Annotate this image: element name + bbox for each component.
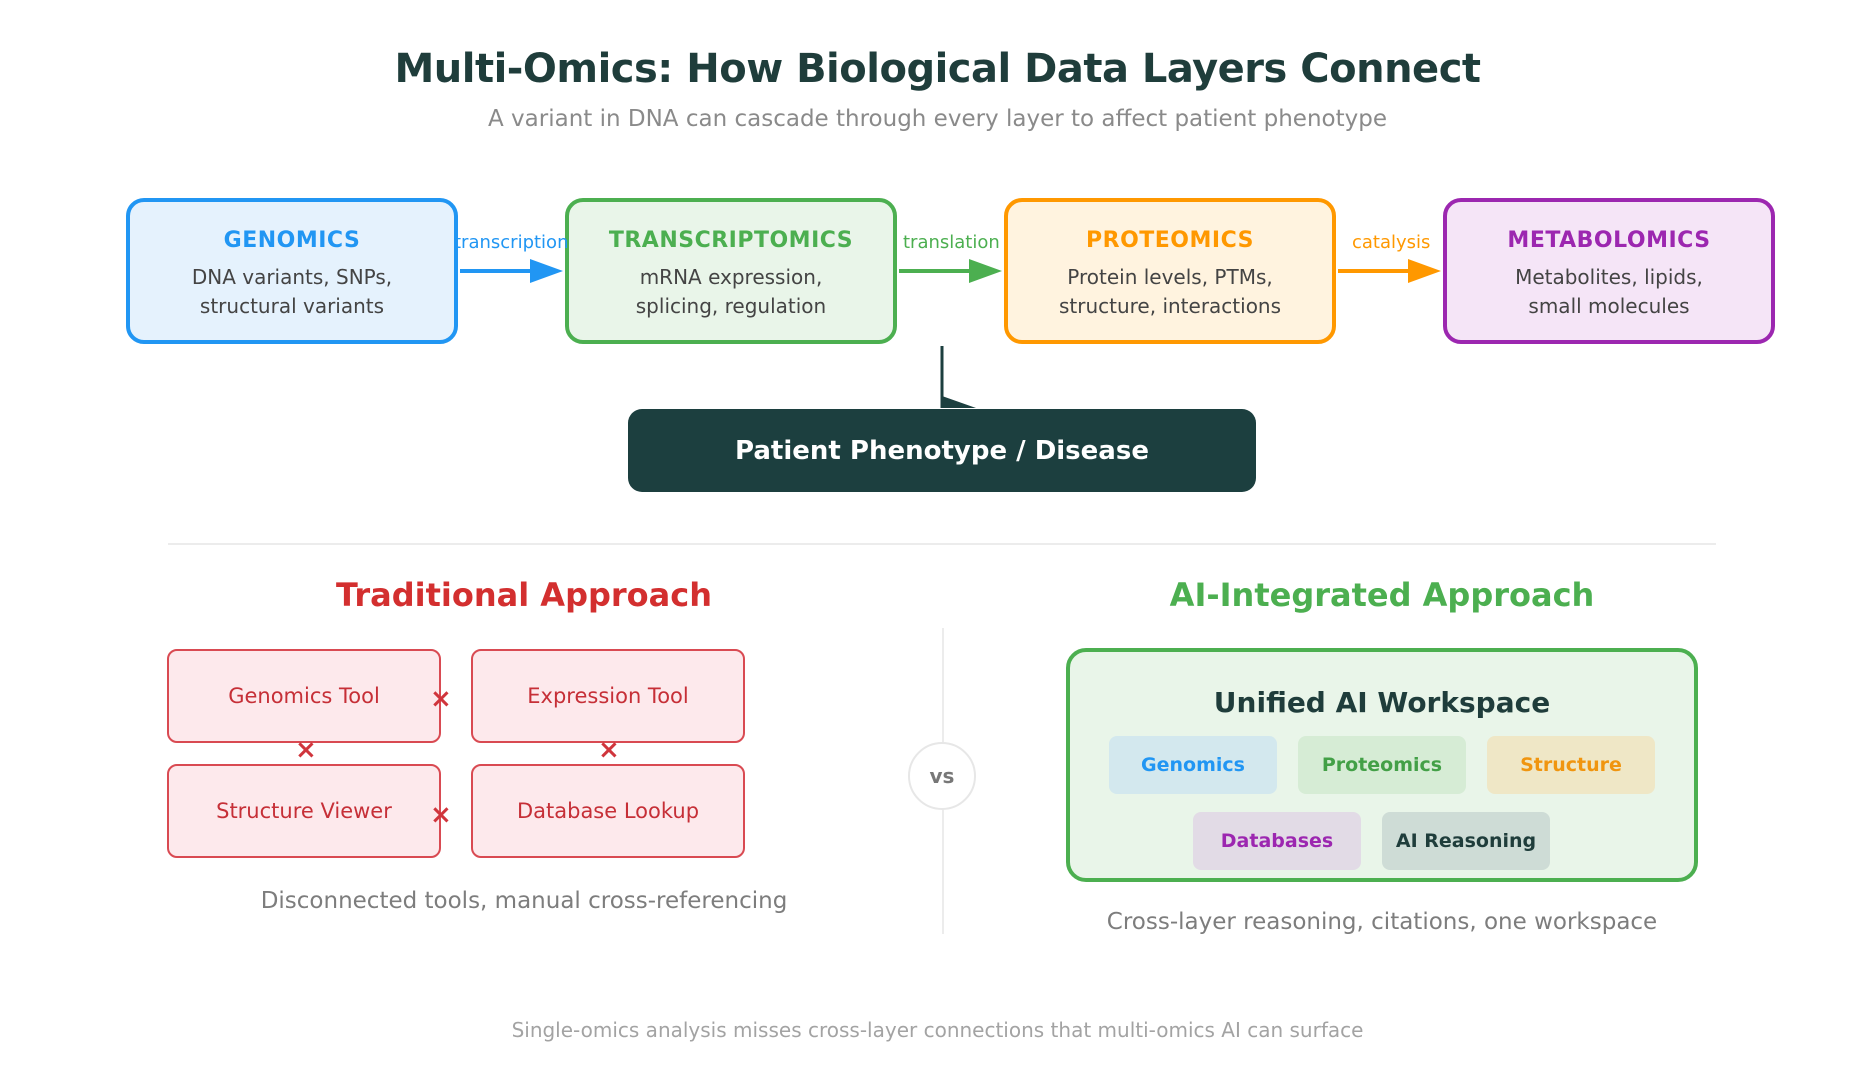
layer-description-line2: splicing, regulation [635,293,827,318]
chip-structure: Structure [1487,736,1655,794]
traditional-heading: Traditional Approach [336,576,712,614]
layer-proteomics: PROTEOMICS Protein levels, PTMs, structu… [1004,198,1336,344]
tool-expression: Expression Tool [471,649,745,743]
disconnect-x-icon: × [295,735,317,765]
layer-name: TRANSCRIPTOMICS [608,227,854,253]
page-title: Multi-Omics: How Biological Data Layers … [394,46,1481,92]
disconnect-x-icon: × [598,735,620,765]
layer-description-line1: Protein levels, PTMs, [1067,264,1273,289]
tool-database-lookup: Database Lookup [471,764,745,858]
tool-structure-viewer: Structure Viewer [167,764,441,858]
connector-to-phenotype [940,346,976,408]
layer-name: GENOMICS [223,227,361,253]
layer-metabolomics: METABOLOMICS Metabolites, lipids, small … [1443,198,1775,344]
arrow-transcription [460,259,563,283]
tool-label: Genomics Tool [228,684,380,708]
arrow-label-catalysis: catalysis [1352,232,1431,253]
ai-heading: AI-Integrated Approach [1169,576,1595,614]
chip-databases: Databases [1193,812,1361,870]
section-divider [168,543,1716,545]
arrow-catalysis [1338,259,1441,283]
layer-genomics: GENOMICS DNA variants, SNPs, structural … [126,198,458,344]
tool-label: Expression Tool [527,684,689,708]
phenotype-box: Patient Phenotype / Disease [628,409,1256,492]
layer-transcriptomics: TRANSCRIPTOMICS mRNA expression, splicin… [565,198,897,344]
workspace-title: Unified AI Workspace [1213,686,1551,719]
arrow-translation [899,259,1002,283]
phenotype-label: Patient Phenotype / Disease [735,435,1149,466]
chip-label: Structure [1520,754,1622,776]
chip-genomics: Genomics [1109,736,1277,794]
footer-note: Single-omics analysis misses cross-layer… [511,1018,1364,1042]
disconnect-x-icon: × [430,800,452,830]
tool-genomics: Genomics Tool [167,649,441,743]
layer-description-line1: DNA variants, SNPs, [191,264,393,289]
layer-name: PROTEOMICS [1086,227,1254,253]
layer-description-line1: Metabolites, lipids, [1515,264,1703,289]
ai-caption: Cross-layer reasoning, citations, one wo… [1106,909,1658,935]
chip-label: Databases [1220,830,1334,852]
layer-description-line2: small molecules [1528,293,1690,318]
traditional-caption: Disconnected tools, manual cross-referen… [260,888,788,914]
vs-label: vs [929,764,955,788]
chip-ai-reasoning: AI Reasoning [1382,812,1550,870]
layer-description-line1: mRNA expression, [639,264,823,289]
chip-label: Proteomics [1321,754,1443,776]
arrow-label-translation: translation [903,232,1000,253]
chip-label: Genomics [1141,754,1245,776]
layer-description-line2: structure, interactions [1058,293,1282,318]
disconnect-x-icon: × [430,684,452,714]
chip-label: AI Reasoning [1395,830,1537,852]
vs-badge: vs [908,742,976,810]
layer-name: METABOLOMICS [1507,227,1711,253]
tool-label: Structure Viewer [216,799,392,823]
arrow-label-transcription: transcription [454,232,569,253]
tool-label: Database Lookup [516,799,700,823]
page-subtitle: A variant in DNA can cascade through eve… [488,106,1387,132]
layer-description-line2: structural variants [199,293,385,318]
chip-proteomics: Proteomics [1298,736,1466,794]
